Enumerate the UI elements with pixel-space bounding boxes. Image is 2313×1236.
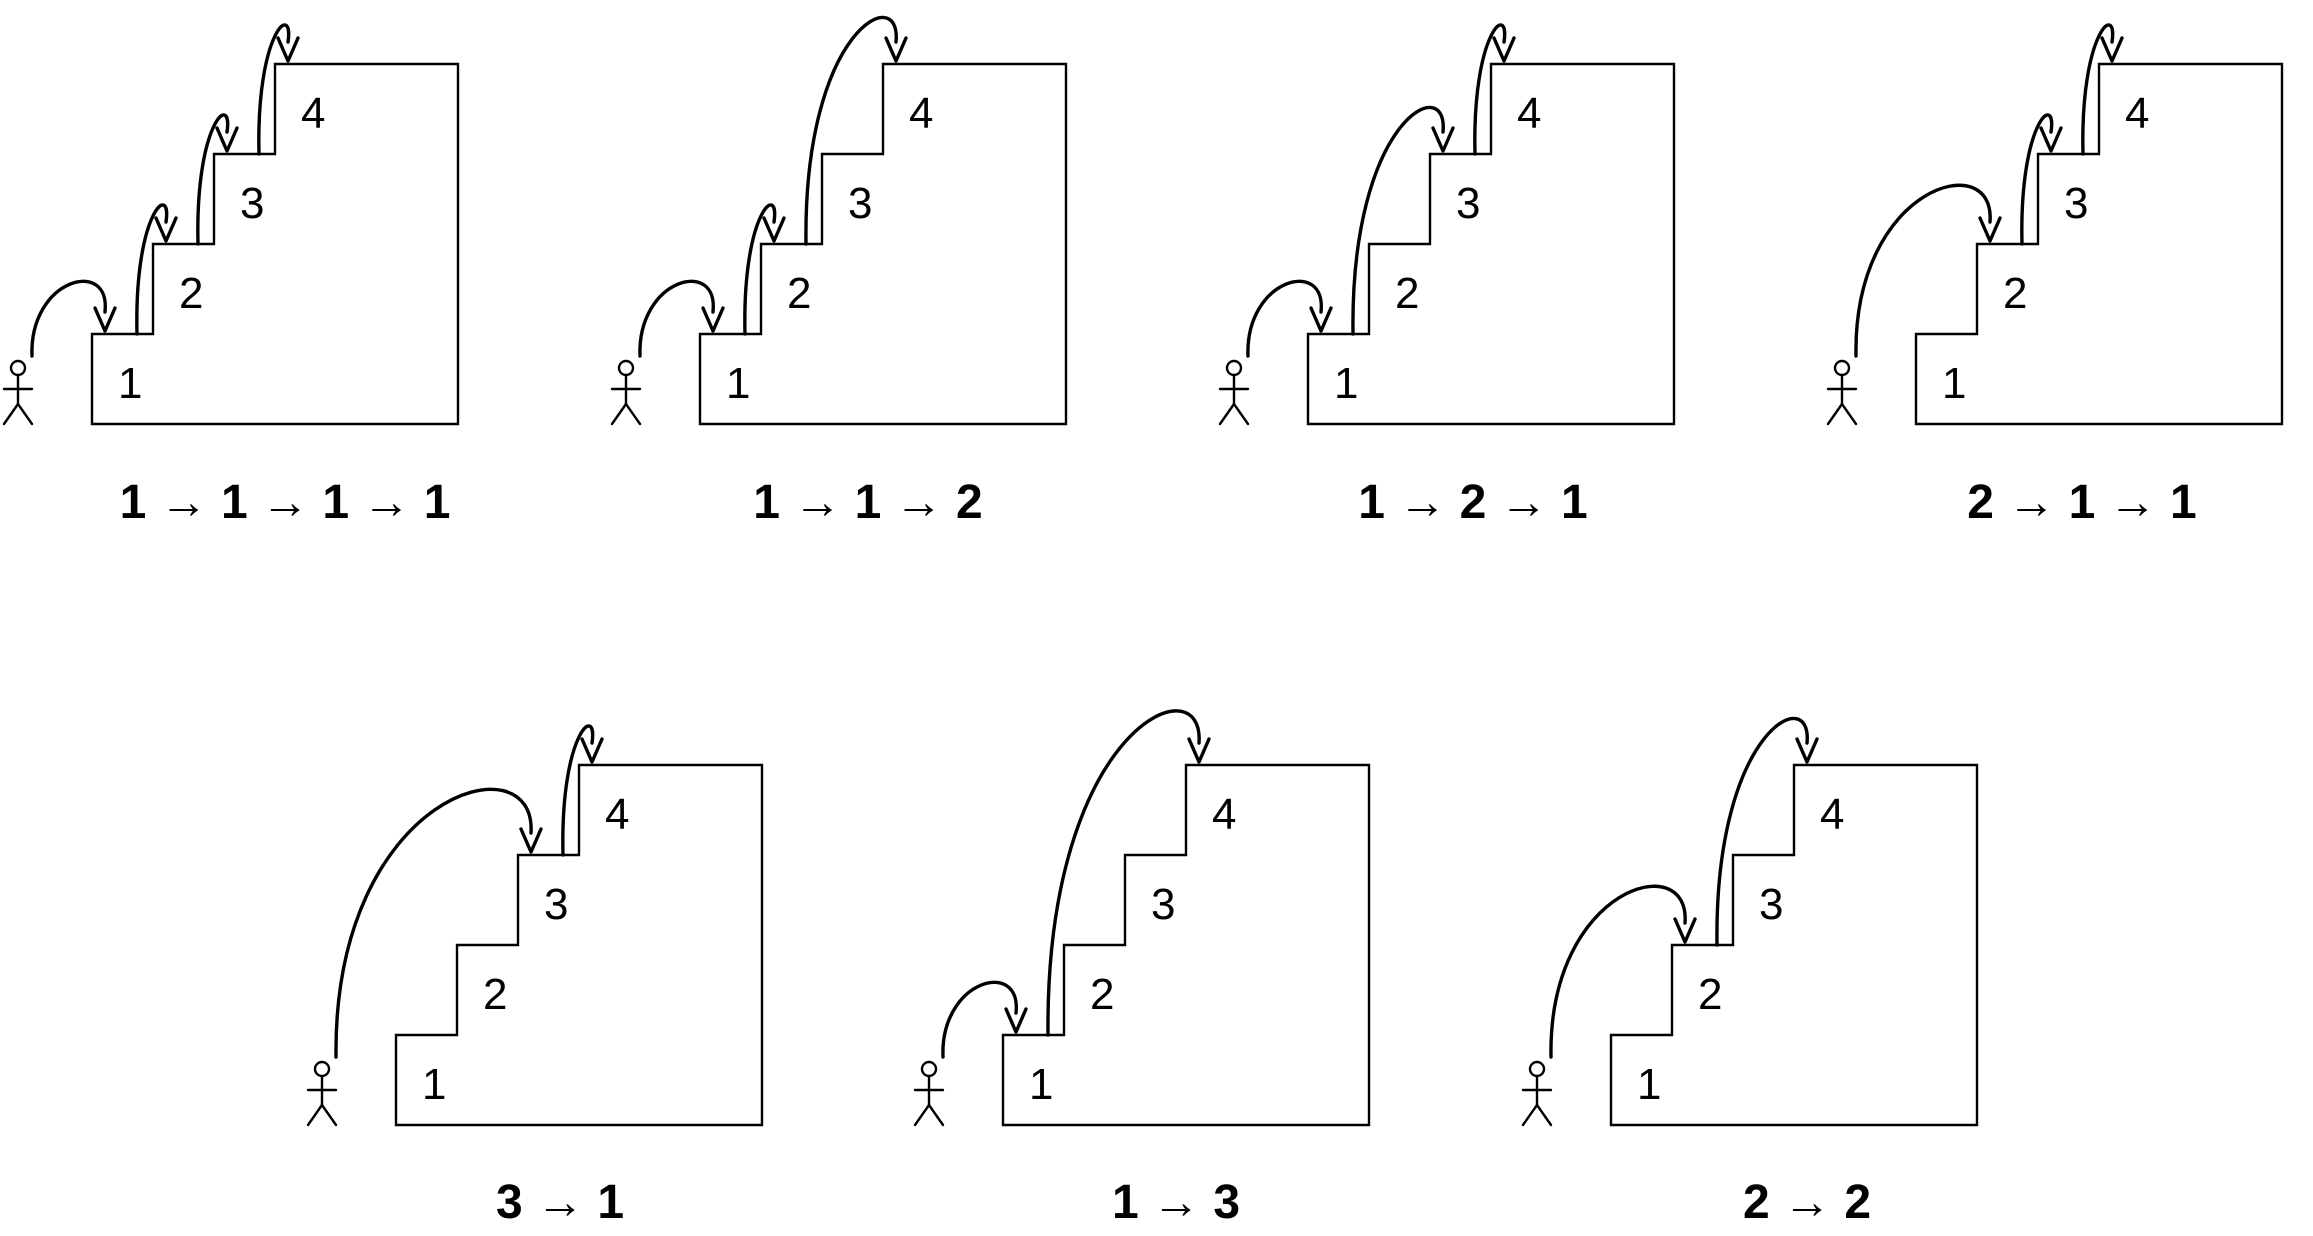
step-label-2: 2 [483,970,507,1019]
step-label-2: 2 [2003,269,2027,318]
jump-arrow-2 [743,203,777,336]
person-icon [1826,359,1858,426]
jump-arrow-1-arrowhead-icon [1004,1007,1028,1034]
jump-arrow-2-arrowhead-icon [762,216,786,243]
staircase [1609,763,1979,1127]
way-caption: 1 → 2 → 1 [1358,476,1587,529]
jump-arrow-4 [257,23,291,156]
person-icon [306,1060,338,1127]
jump-arrow-4-arrowhead-icon [276,36,300,63]
step-label-3: 3 [1456,179,1480,228]
jump-arrow-3 [1473,23,1507,156]
step-label-2: 2 [179,269,203,318]
jump-arrow-3-arrowhead-icon [884,36,908,63]
jump-arrow-2 [561,724,595,857]
person-icon [1521,1060,1553,1127]
jump-arrow-2-arrowhead-icon [1431,126,1455,153]
way-caption: 2 → 1 → 1 [1967,476,2196,529]
step-label-3: 3 [2064,179,2088,228]
jump-arrow-2-arrowhead-icon [1187,737,1211,764]
step-label-4: 4 [1820,790,1844,839]
jump-arrow-1 [941,980,1018,1059]
jump-arrow-3-arrowhead-icon [215,126,239,153]
jump-arrow-2-arrowhead-icon [1795,737,1819,764]
step-label-1: 1 [1942,359,1966,408]
step-label-3: 3 [1759,880,1783,929]
person-icon [913,1060,945,1127]
jump-arrow-3-arrowhead-icon [2100,36,2124,63]
step-label-1: 1 [1334,359,1358,408]
jump-arrow-2-arrowhead-icon [2039,126,2063,153]
jump-arrow-1 [638,279,715,358]
jump-arrow-3-arrowhead-icon [1492,36,1516,63]
step-label-4: 4 [909,89,933,138]
step-label-1: 1 [118,359,142,408]
way-caption: 3 → 1 [496,1176,624,1229]
jump-arrow-2 [1351,105,1445,336]
jump-arrow-2 [2020,113,2054,246]
jump-arrow-3 [196,113,230,246]
step-label-4: 4 [2125,89,2149,138]
jump-arrow-1-arrowhead-icon [1673,917,1697,944]
step-label-2: 2 [1395,269,1419,318]
staircase [90,62,460,426]
step-label-4: 4 [1517,89,1541,138]
step-label-2: 2 [1698,970,1722,1019]
jump-arrow-1 [334,787,533,1059]
step-label-2: 2 [1090,970,1114,1019]
jump-arrow-2 [1715,716,1809,947]
staircase [1001,763,1371,1127]
jump-arrow-3 [2081,23,2115,156]
step-label-1: 1 [422,1060,446,1109]
jump-arrow-2-arrowhead-icon [154,216,178,243]
person-icon [2,359,34,426]
way-caption: 1 → 3 [1112,1176,1240,1229]
step-label-3: 3 [848,179,872,228]
jump-arrow-1-arrowhead-icon [93,306,117,333]
staircase [698,62,1068,426]
step-label-4: 4 [301,89,325,138]
jump-arrow-2 [135,203,169,336]
staircase [1306,62,1676,426]
step-label-4: 4 [1212,790,1236,839]
jump-arrow-1-arrowhead-icon [519,827,543,854]
jump-arrow-3 [804,15,898,246]
step-label-3: 3 [544,880,568,929]
jump-arrow-2 [1046,709,1201,1037]
staircase [394,763,764,1127]
jump-arrow-1 [1246,279,1323,358]
step-label-1: 1 [726,359,750,408]
jump-arrow-1-arrowhead-icon [701,306,725,333]
jump-arrow-1 [30,279,107,358]
step-label-1: 1 [1029,1060,1053,1109]
person-icon [1218,359,1250,426]
step-label-3: 3 [240,179,264,228]
step-label-2: 2 [787,269,811,318]
jump-arrow-1-arrowhead-icon [1978,216,2002,243]
way-caption: 1 → 1 → 1 → 1 [120,476,451,529]
way-caption: 2 → 2 [1743,1176,1871,1229]
step-label-1: 1 [1637,1060,1661,1109]
jump-arrow-1-arrowhead-icon [1309,306,1333,333]
jump-arrow-2-arrowhead-icon [580,737,604,764]
step-label-4: 4 [605,790,629,839]
person-icon [610,359,642,426]
jump-arrow-1 [1854,183,1992,358]
way-caption: 1 → 1 → 2 [753,476,982,529]
staircase [1914,62,2284,426]
jump-arrow-1 [1549,884,1687,1059]
step-label-3: 3 [1151,880,1175,929]
